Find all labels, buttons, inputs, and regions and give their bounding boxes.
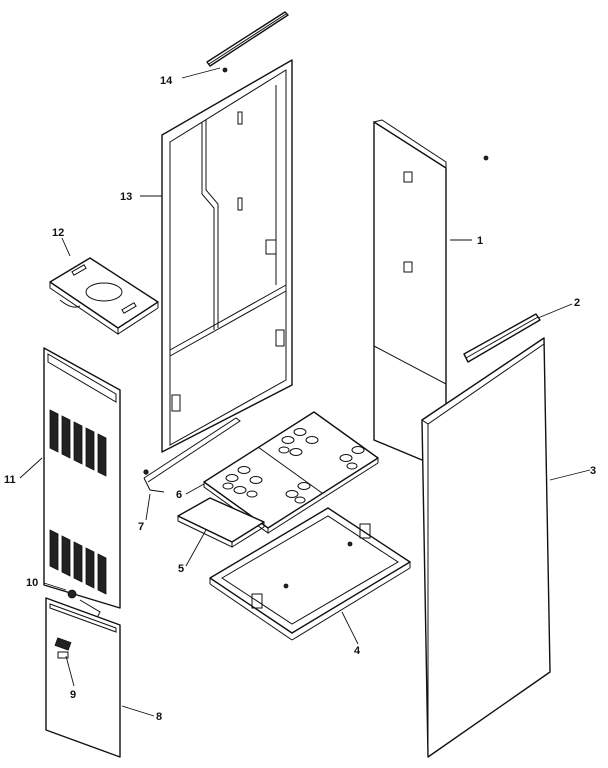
callout-11: 11 [4, 474, 16, 486]
callout-5: 5 [178, 563, 184, 575]
callout-14: 14 [160, 75, 173, 87]
part-2-channel-bracket [463, 313, 541, 363]
burner-ports [222, 428, 365, 504]
callout-8: 8 [156, 711, 162, 723]
part-6-burner-tray [203, 411, 379, 534]
part-3-large-side-panel [421, 337, 551, 758]
callout-12: 12 [52, 227, 64, 239]
part-13-back-frame [161, 59, 293, 453]
part-7-rod [143, 417, 241, 493]
callout-6: 6 [176, 489, 182, 501]
part-8-lower-door [45, 597, 121, 758]
grille-lower [49, 529, 107, 595]
part-9-handle [57, 651, 69, 659]
part-14-top-rail [206, 11, 289, 73]
part-5-heat-shield [177, 497, 265, 548]
callout-3: 3 [590, 465, 596, 477]
callout-13: 13 [120, 191, 132, 203]
callout-1: 1 [477, 235, 483, 247]
part-11-front-grille-panel [43, 347, 121, 609]
grille-upper [49, 409, 107, 477]
callout-2: 2 [574, 297, 580, 309]
callout-labels: 14 13 12 1 2 3 11 6 7 5 10 4 9 8 [4, 75, 596, 723]
callout-10: 10 [26, 577, 38, 589]
callout-4: 4 [354, 645, 361, 657]
part-4-base-frame [209, 507, 411, 641]
callout-7: 7 [138, 521, 144, 533]
callout-9: 9 [70, 689, 76, 701]
part-12-burner-plate [49, 257, 159, 335]
leader-lines [19, 67, 591, 717]
